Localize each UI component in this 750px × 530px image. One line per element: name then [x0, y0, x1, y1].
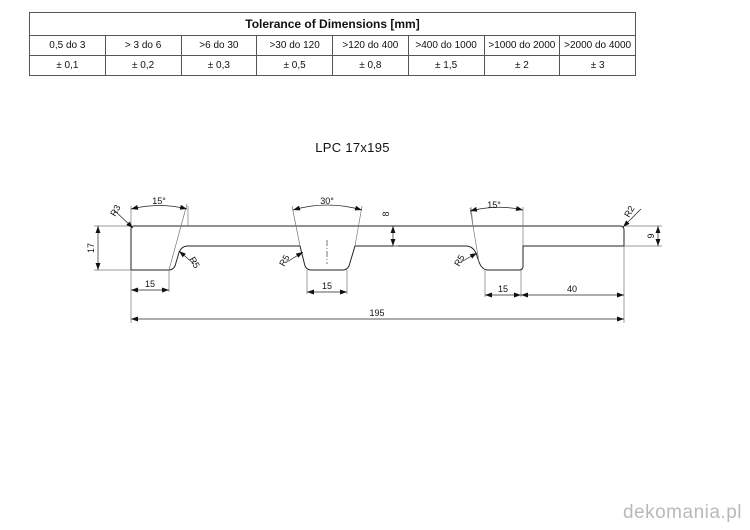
dim-height-left: 17	[86, 243, 96, 253]
profile-outline	[130, 225, 625, 271]
radius-r5-middle-leader	[286, 251, 304, 263]
dim-angle-left: 15°	[152, 196, 166, 206]
dim-foot-left: 15	[145, 279, 155, 289]
radius-r5-left: R5	[187, 255, 201, 270]
tolerance-table: Tolerance of Dimensions [mm] 0,5 do 3 > …	[29, 12, 636, 76]
tolerance-cell: ± 3	[559, 55, 636, 76]
watermark: dekomania.pl	[622, 502, 742, 523]
radius-r3-leader	[113, 209, 134, 229]
tolerance-table-title: Tolerance of Dimensions [mm]	[29, 12, 636, 36]
extension-lines	[94, 203, 662, 323]
radius-r5-middle: R5	[277, 253, 291, 268]
dim-angle-left-arc	[130, 204, 188, 210]
dim-angle-right-arc	[469, 206, 524, 212]
tolerance-cell: ± 2	[483, 55, 561, 76]
radius-r5-left-leader	[178, 250, 195, 265]
dimension-lines	[95, 204, 661, 322]
radius-r3: R3	[108, 203, 122, 218]
dim-right-segment: 40	[567, 284, 577, 294]
dim-angle-middle-arc	[292, 204, 363, 211]
dim-overall-width: 195	[369, 308, 384, 318]
dim-angle-middle: 30°	[320, 196, 334, 206]
dim-foot-right: 15	[498, 284, 508, 294]
radius-r5-right-leader	[460, 252, 478, 263]
dim-groove-depth: 8	[381, 211, 391, 216]
radius-r2-leader	[622, 208, 642, 228]
radius-r5-right: R5	[452, 253, 466, 268]
tolerance-cell: ± 1,5	[407, 55, 485, 76]
tolerance-title-row: Tolerance of Dimensions [mm]	[29, 12, 636, 36]
dim-height-right: 9	[646, 233, 656, 238]
dim-foot-middle: 15	[322, 281, 332, 291]
drawing-title: LPC 17x195	[315, 140, 390, 155]
tolerance-value-row: ± 0,1 ± 0,2 ± 0,3 ± 0,5 ± 0,8 ± 1,5 ± 2 …	[29, 55, 636, 76]
dim-angle-right: 15°	[487, 200, 501, 210]
radius-r2: R2	[622, 204, 636, 219]
